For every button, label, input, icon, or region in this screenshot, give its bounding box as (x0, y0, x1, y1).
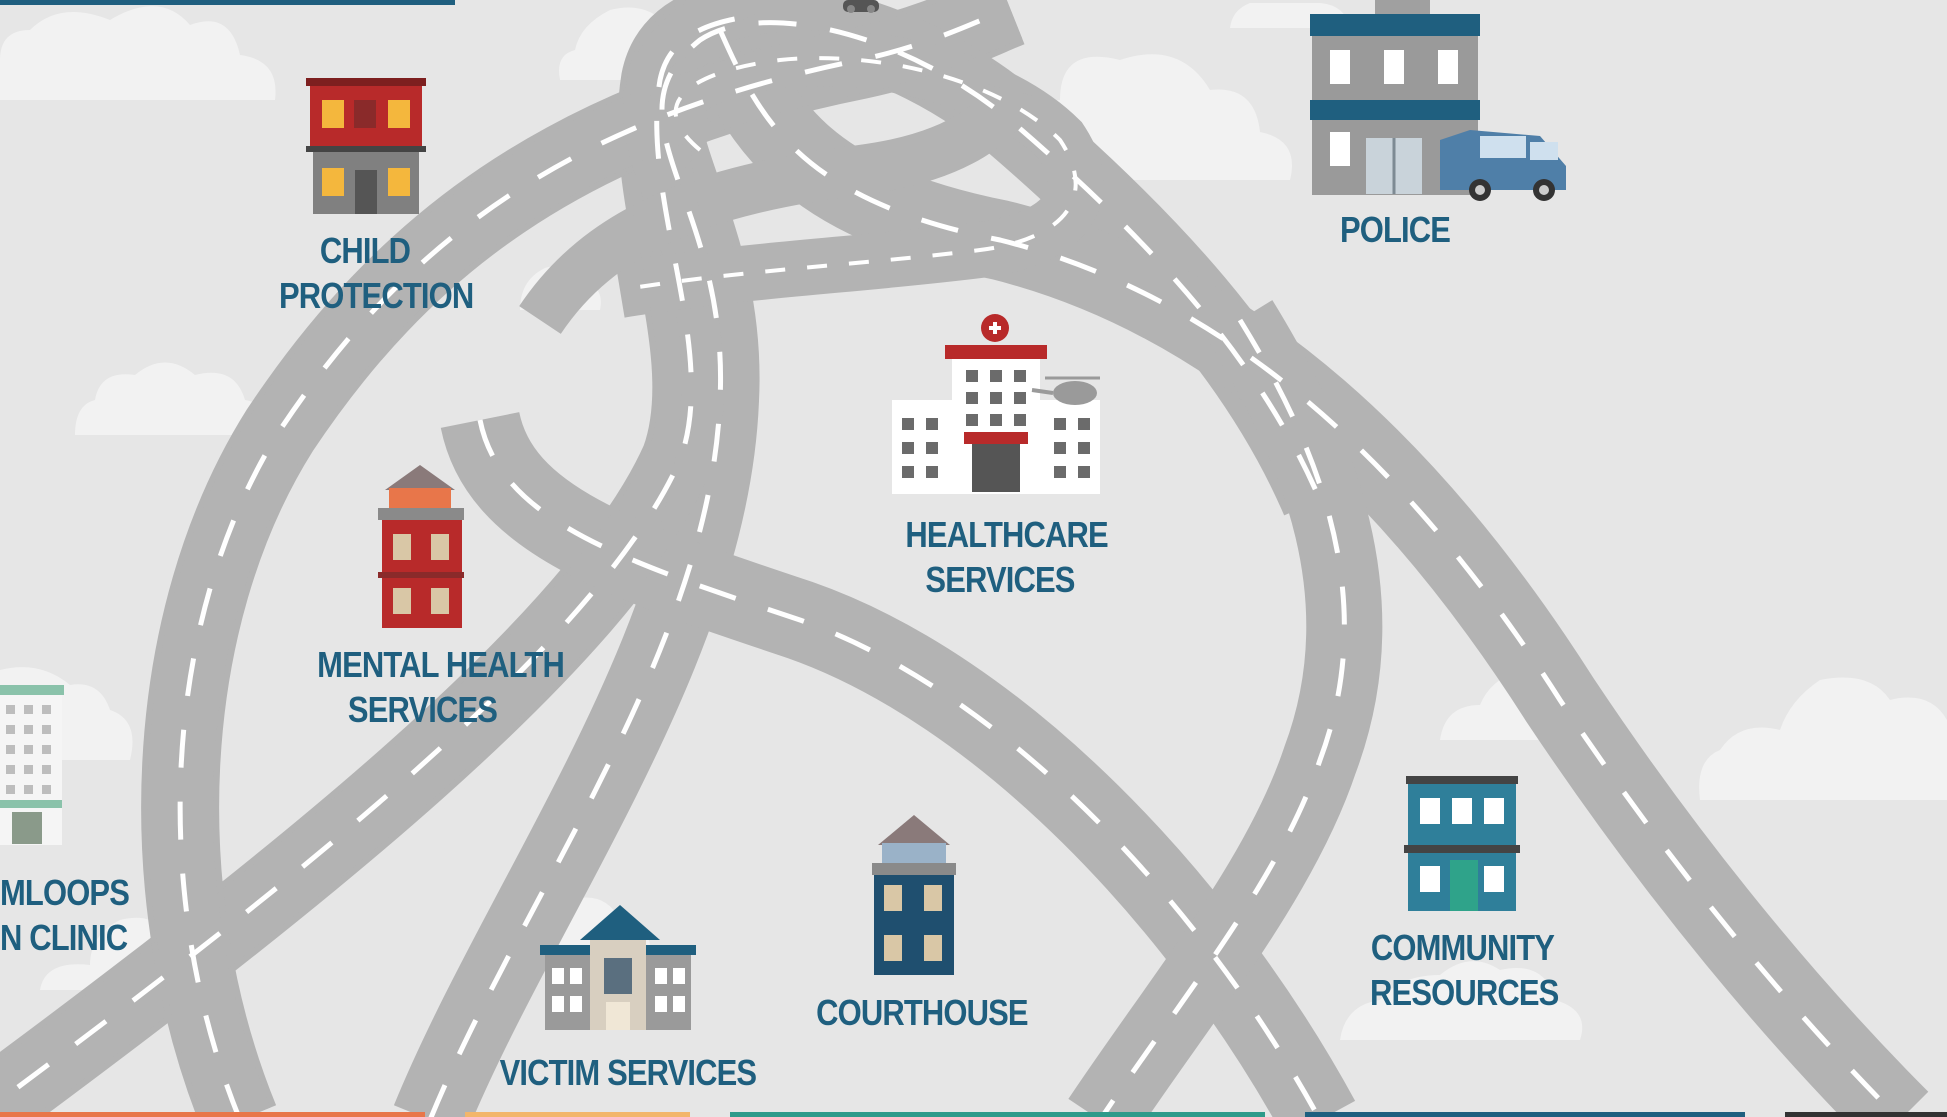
label-community-resources: COMMUNITY RESOURCES (1370, 925, 1559, 1015)
label-line: RESOURCES (1370, 972, 1559, 1013)
mental-health-building-icon (378, 465, 464, 628)
label-line: MENTAL HEALTH (317, 644, 565, 685)
label-line: CHILD (319, 230, 411, 271)
bottom-color-bar-1 (0, 1112, 425, 1117)
road-8 (519, 81, 1035, 335)
label-victim-services: VICTIM SERVICES (499, 1050, 757, 1095)
bottom-color-bar-3 (730, 1112, 1265, 1117)
label-kamloops-clinic: MLOOPS N CLINIC (0, 870, 130, 960)
label-courthouse: COURTHOUSE (816, 990, 1028, 1035)
helicopter-icon (1031, 376, 1100, 405)
lane-markings (0, 5, 1901, 1117)
courthouse-icon (872, 815, 956, 975)
label-child-protection: CHILD PROTECTION (279, 228, 474, 318)
label-line: VICTIM SERVICES (499, 1052, 757, 1093)
bottom-color-bar-4 (1305, 1112, 1745, 1117)
label-line: SERVICES (925, 559, 1075, 600)
label-line: PROTECTION (279, 275, 474, 316)
clinic-building-icon (0, 685, 64, 845)
hospital-icon (892, 314, 1100, 494)
child-protection-building-icon (306, 78, 426, 214)
label-line: MLOOPS (0, 872, 130, 913)
label-line: COMMUNITY (1370, 927, 1555, 968)
community-resources-building-icon (1404, 776, 1520, 911)
police-van-icon (1440, 130, 1566, 201)
label-line: N CLINIC (0, 917, 128, 958)
bottom-color-bar-5 (1785, 1112, 1947, 1117)
top-accent-bar (0, 0, 455, 5)
label-healthcare-services: HEALTHCARE SERVICES (905, 512, 1108, 602)
bottom-color-bar-2 (465, 1112, 690, 1117)
road-6 (1068, 300, 1383, 1117)
car-icon (843, 0, 879, 13)
label-police: POLICE (1313, 207, 1476, 252)
label-line: HEALTHCARE (905, 514, 1108, 555)
label-line: COURTHOUSE (816, 992, 1028, 1033)
label-line: POLICE (1339, 209, 1451, 250)
victim-services-building-icon (540, 905, 696, 1030)
label-mental-health-services: MENTAL HEALTH SERVICES (317, 642, 565, 732)
label-line: SERVICES (347, 689, 498, 730)
